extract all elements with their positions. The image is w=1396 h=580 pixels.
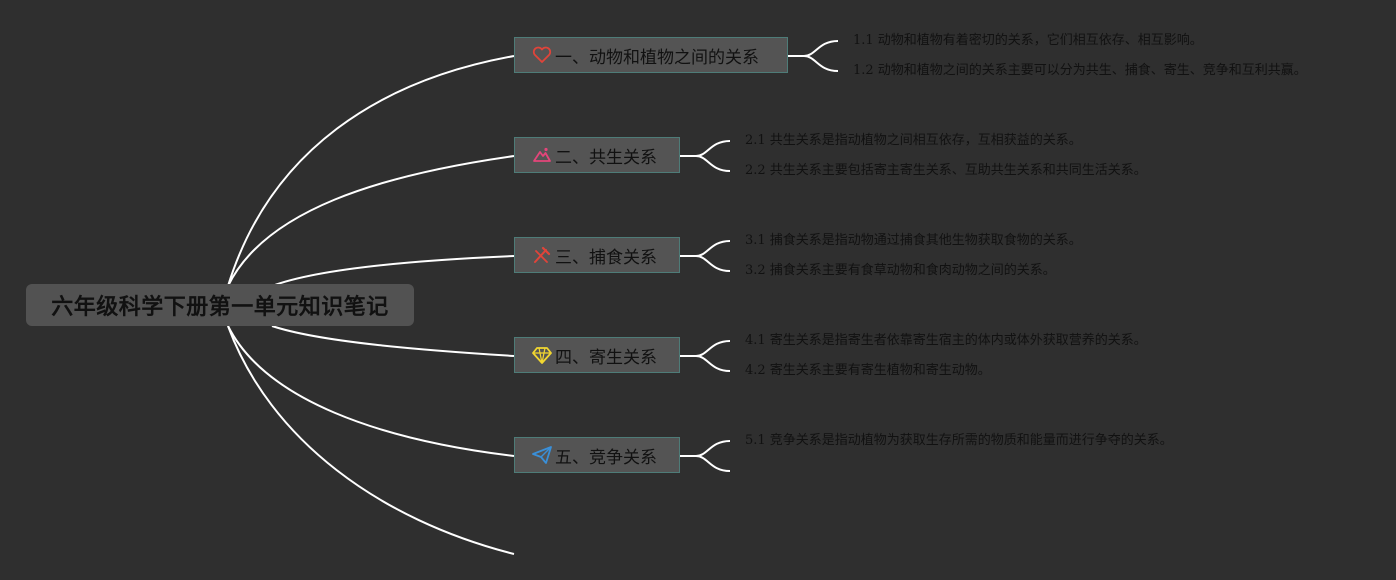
mountain-icon bbox=[531, 144, 553, 166]
root-node[interactable]: 六年级科学下册第一单元知识笔记 bbox=[26, 284, 414, 326]
leaf-connector-3-a bbox=[680, 240, 731, 257]
leaf-3-2[interactable]: 3.2 捕食关系主要有食草动物和食肉动物之间的关系。 bbox=[745, 263, 1056, 278]
leaf-connector-5-b bbox=[695, 455, 731, 472]
leaf-4-1[interactable]: 4.1 寄生关系是指寄生者依靠寄生宿主的体内或体外获取营养的关系。 bbox=[745, 333, 1147, 348]
leaf-connector-1-b bbox=[803, 55, 839, 72]
leaf-connector-3-b bbox=[695, 255, 731, 272]
root-connector-6 bbox=[227, 325, 515, 555]
heart-icon bbox=[531, 44, 553, 66]
topic-node-2[interactable]: 二、共生关系 bbox=[514, 137, 680, 173]
leaf-connector-4-b bbox=[695, 355, 731, 372]
leaf-2-2[interactable]: 2.2 共生关系主要包括寄主寄生关系、互助共生关系和共同生活关系。 bbox=[745, 163, 1147, 178]
leaf-5-1[interactable]: 5.1 竞争关系是指动植物为获取生存所需的物质和能量而进行争夺的关系。 bbox=[745, 433, 1173, 448]
topic-node-3[interactable]: 三、捕食关系 bbox=[514, 237, 680, 273]
diamond-icon bbox=[531, 344, 553, 366]
topic-label-3: 三、捕食关系 bbox=[555, 247, 657, 268]
leaf-1-2[interactable]: 1.2 动物和植物之间的关系主要可以分为共生、捕食、寄生、竞争和互利共赢。 bbox=[853, 63, 1307, 78]
leaf-4-2[interactable]: 4.2 寄生关系主要有寄生植物和寄生动物。 bbox=[745, 363, 991, 378]
topic-label-2: 二、共生关系 bbox=[555, 147, 657, 168]
topic-node-4[interactable]: 四、寄生关系 bbox=[514, 337, 680, 373]
root-connector-3 bbox=[271, 255, 515, 287]
root-connector-1 bbox=[227, 55, 515, 287]
paper-plane-icon bbox=[531, 444, 553, 466]
topic-node-5[interactable]: 五、竞争关系 bbox=[514, 437, 680, 473]
root-connector-4 bbox=[271, 325, 515, 357]
topic-label-4: 四、寄生关系 bbox=[555, 347, 657, 368]
leaf-connector-4-a bbox=[680, 340, 731, 357]
root-connector-5 bbox=[227, 325, 515, 457]
leaf-3-1[interactable]: 3.1 捕食关系是指动物通过捕食其他生物获取食物的关系。 bbox=[745, 233, 1082, 248]
leaf-connector-5-a bbox=[680, 440, 731, 457]
topic-node-1[interactable]: 一、动物和植物之间的关系 bbox=[514, 37, 788, 73]
topic-label-1: 一、动物和植物之间的关系 bbox=[555, 47, 759, 68]
leaf-connector-2-a bbox=[680, 140, 731, 157]
root-label: 六年级科学下册第一单元知识笔记 bbox=[51, 295, 389, 320]
topic-label-5: 五、竞争关系 bbox=[555, 447, 657, 468]
leaf-connector-1-a bbox=[788, 40, 839, 57]
leaf-2-1[interactable]: 2.1 共生关系是指动植物之间相互依存，互相获益的关系。 bbox=[745, 133, 1082, 148]
tools-icon bbox=[531, 244, 553, 266]
leaf-connector-2-b bbox=[695, 155, 731, 172]
leaf-1-1[interactable]: 1.1 动物和植物有着密切的关系，它们相互依存、相互影响。 bbox=[853, 33, 1203, 48]
root-connector-2 bbox=[227, 155, 515, 287]
